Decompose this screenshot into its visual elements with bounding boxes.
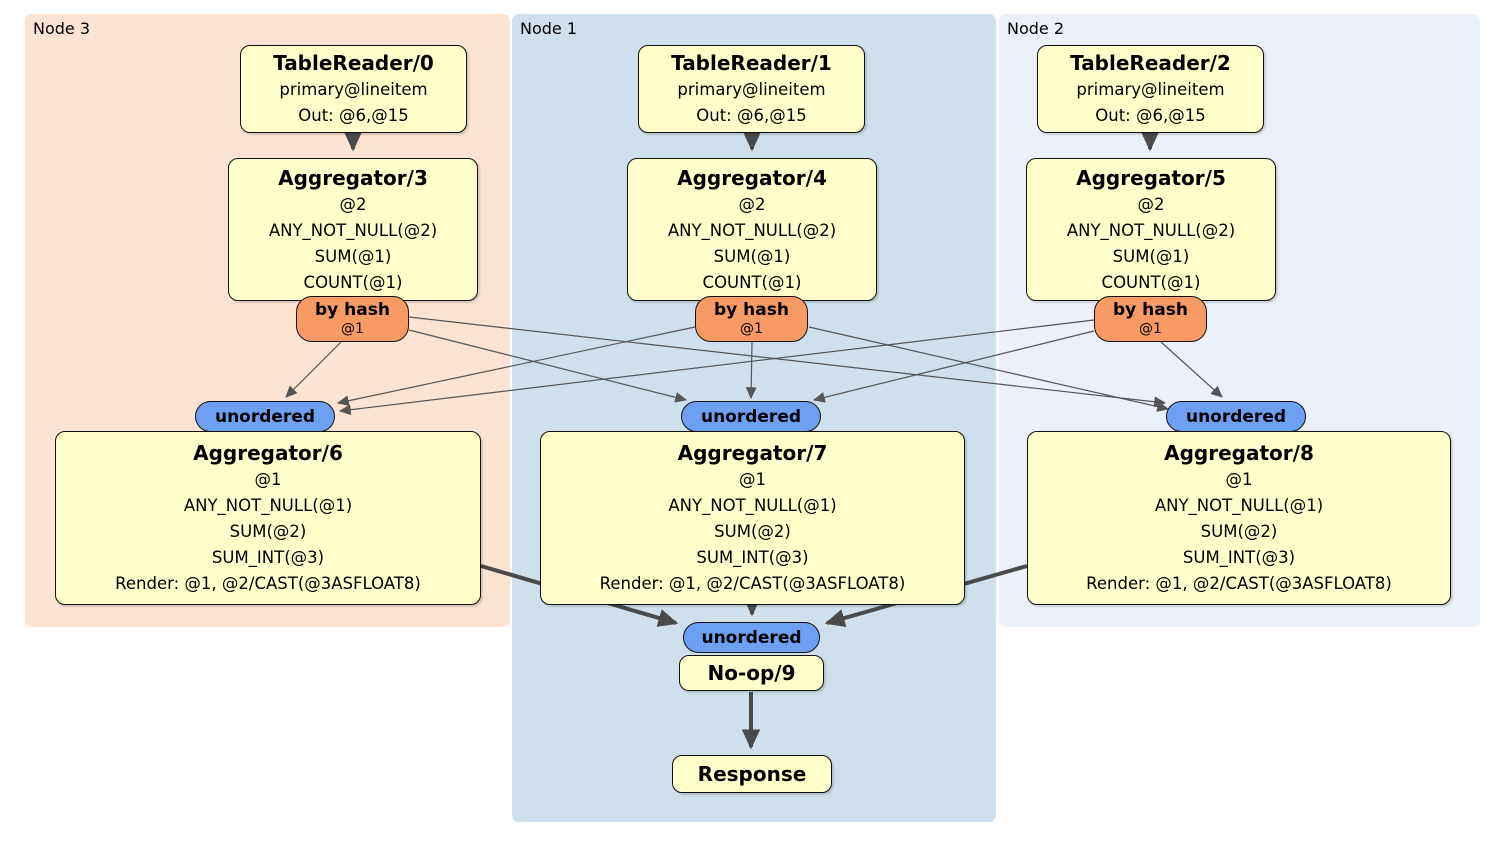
aggregator-8-row: @1 [1225, 470, 1253, 489]
edge-router5-sync7 [812, 330, 1095, 403]
aggregator-3-row: COUNT(@1) [303, 272, 403, 292]
aggregator-7-row: SUM_INT(@3) [696, 548, 809, 567]
noop-9-box: No-op/9 [679, 655, 824, 691]
sync-unordered-7-label: unordered [700, 406, 802, 427]
sync-unordered-final-label: unordered [701, 627, 802, 648]
aggregator-6-row: SUM_INT(@3) [211, 548, 325, 567]
aggregator-7-row: ANY_NOT_NULL(@1) [668, 496, 837, 515]
aggregator-6-row: Render: @1, @2/CAST(@3ASFLOAT8) [115, 574, 421, 593]
edge-router5-sync6 [338, 319, 1095, 416]
aggregator-4-row: SUM(@1) [713, 246, 791, 266]
aggregator-5-row: @2 [1137, 194, 1165, 214]
aggregator-6-title: Aggregator/6 [193, 441, 343, 465]
table-reader-1-box: TableReader/1 primary@lineitem Out: @6,@… [638, 45, 865, 133]
table-reader-2-out: Out: @6,@15 [1095, 106, 1206, 125]
edge-router4-sync6 [336, 326, 696, 407]
aggregator-3-box: Aggregator/3 @2 ANY_NOT_NULL(@2) SUM(@1)… [228, 158, 478, 301]
sync-unordered-6: unordered [195, 401, 335, 432]
hash-router-3-label: by hash [315, 300, 390, 320]
aggregator-4-box: Aggregator/4 @2 ANY_NOT_NULL(@2) SUM(@1)… [627, 158, 877, 301]
aggregator-3-row: SUM(@1) [314, 246, 392, 266]
aggregator-5-row: COUNT(@1) [1101, 272, 1201, 292]
aggregator-8-box: Aggregator/8 @1 ANY_NOT_NULL(@1) SUM(@2)… [1027, 431, 1451, 605]
table-reader-0-index: primary@lineitem [279, 80, 428, 99]
edge-router3-sync6 [285, 341, 342, 398]
hash-router-5-label: by hash [1113, 300, 1188, 320]
aggregator-6-row: SUM(@2) [229, 522, 307, 541]
aggregator-6-row: ANY_NOT_NULL(@1) [183, 496, 353, 515]
table-reader-2-index: primary@lineitem [1076, 80, 1225, 99]
table-reader-0-out: Out: @6,@15 [298, 106, 409, 125]
table-reader-0-box: TableReader/0 primary@lineitem Out: @6,@… [240, 45, 467, 133]
aggregator-3-title: Aggregator/3 [278, 165, 428, 190]
aggregator-7-box: Aggregator/7 @1 ANY_NOT_NULL(@1) SUM(@2)… [540, 431, 965, 605]
table-reader-1-title: TableReader/1 [671, 51, 832, 75]
node-panel-3-label: Node 3 [33, 19, 91, 38]
response-box: Response [672, 755, 832, 793]
table-reader-1-index: primary@lineitem [677, 80, 826, 99]
aggregator-8-row: SUM(@2) [1200, 522, 1278, 541]
hash-router-4: by hash @1 [695, 296, 808, 342]
aggregator-6-box: Aggregator/6 @1 ANY_NOT_NULL(@1) SUM(@2)… [55, 431, 481, 605]
hash-router-3: by hash @1 [296, 296, 409, 342]
aggregator-3-row: ANY_NOT_NULL(@2) [268, 220, 438, 240]
noop-9-title: No-op/9 [707, 661, 796, 685]
aggregator-8-row: ANY_NOT_NULL(@1) [1154, 496, 1324, 515]
aggregator-3-row: @2 [339, 194, 367, 214]
edge-router4-sync7 [745, 341, 757, 400]
edge-router3-sync8 [408, 316, 1167, 408]
aggregator-5-box: Aggregator/5 @2 ANY_NOT_NULL(@2) SUM(@1)… [1026, 158, 1276, 301]
aggregator-5-row: SUM(@1) [1112, 246, 1190, 266]
hash-router-5-detail: @1 [1139, 321, 1162, 337]
aggregator-4-row: COUNT(@1) [702, 272, 802, 292]
node-panel-2-label: Node 2 [1007, 19, 1065, 38]
node-panel-1-label: Node 1 [520, 19, 578, 38]
sync-unordered-7: unordered [681, 401, 821, 432]
aggregator-4-row: ANY_NOT_NULL(@2) [667, 220, 837, 240]
aggregator-7-row: SUM(@2) [714, 522, 791, 541]
aggregator-8-row: SUM_INT(@3) [1182, 548, 1296, 567]
aggregator-7-title: Aggregator/7 [677, 441, 828, 465]
aggregator-7-row: Render: @1, @2/CAST(@3ASFLOAT8) [599, 574, 906, 593]
table-reader-1-out: Out: @6,@15 [696, 106, 807, 125]
edge-router5-sync8-cross [808, 326, 1170, 412]
aggregator-8-title: Aggregator/8 [1164, 441, 1314, 465]
sync-unordered-6-label: unordered [214, 406, 316, 427]
hash-router-3-detail: @1 [341, 321, 364, 337]
edge-router3-sync7 [408, 329, 688, 403]
aggregator-8-row: Render: @1, @2/CAST(@3ASFLOAT8) [1086, 574, 1392, 593]
edge-router5-sync8 [1160, 341, 1223, 398]
aggregator-6-row: @1 [254, 470, 282, 489]
aggregator-7-row: @1 [739, 470, 766, 489]
sync-unordered-8: unordered [1166, 401, 1306, 432]
hash-router-4-detail: @1 [740, 321, 763, 337]
aggregator-5-row: ANY_NOT_NULL(@2) [1066, 220, 1236, 240]
aggregator-5-title: Aggregator/5 [1076, 165, 1226, 190]
table-reader-2-title: TableReader/2 [1070, 51, 1231, 75]
aggregator-4-title: Aggregator/4 [677, 165, 827, 190]
hash-router-4-label: by hash [714, 300, 789, 320]
table-reader-2-box: TableReader/2 primary@lineitem Out: @6,@… [1037, 45, 1264, 133]
aggregator-4-row: @2 [738, 194, 766, 214]
response-title: Response [697, 762, 807, 786]
sync-unordered-8-label: unordered [1185, 406, 1287, 427]
sync-unordered-final: unordered [683, 622, 820, 653]
hash-router-5: by hash @1 [1094, 296, 1207, 342]
table-reader-0-title: TableReader/0 [273, 51, 434, 75]
